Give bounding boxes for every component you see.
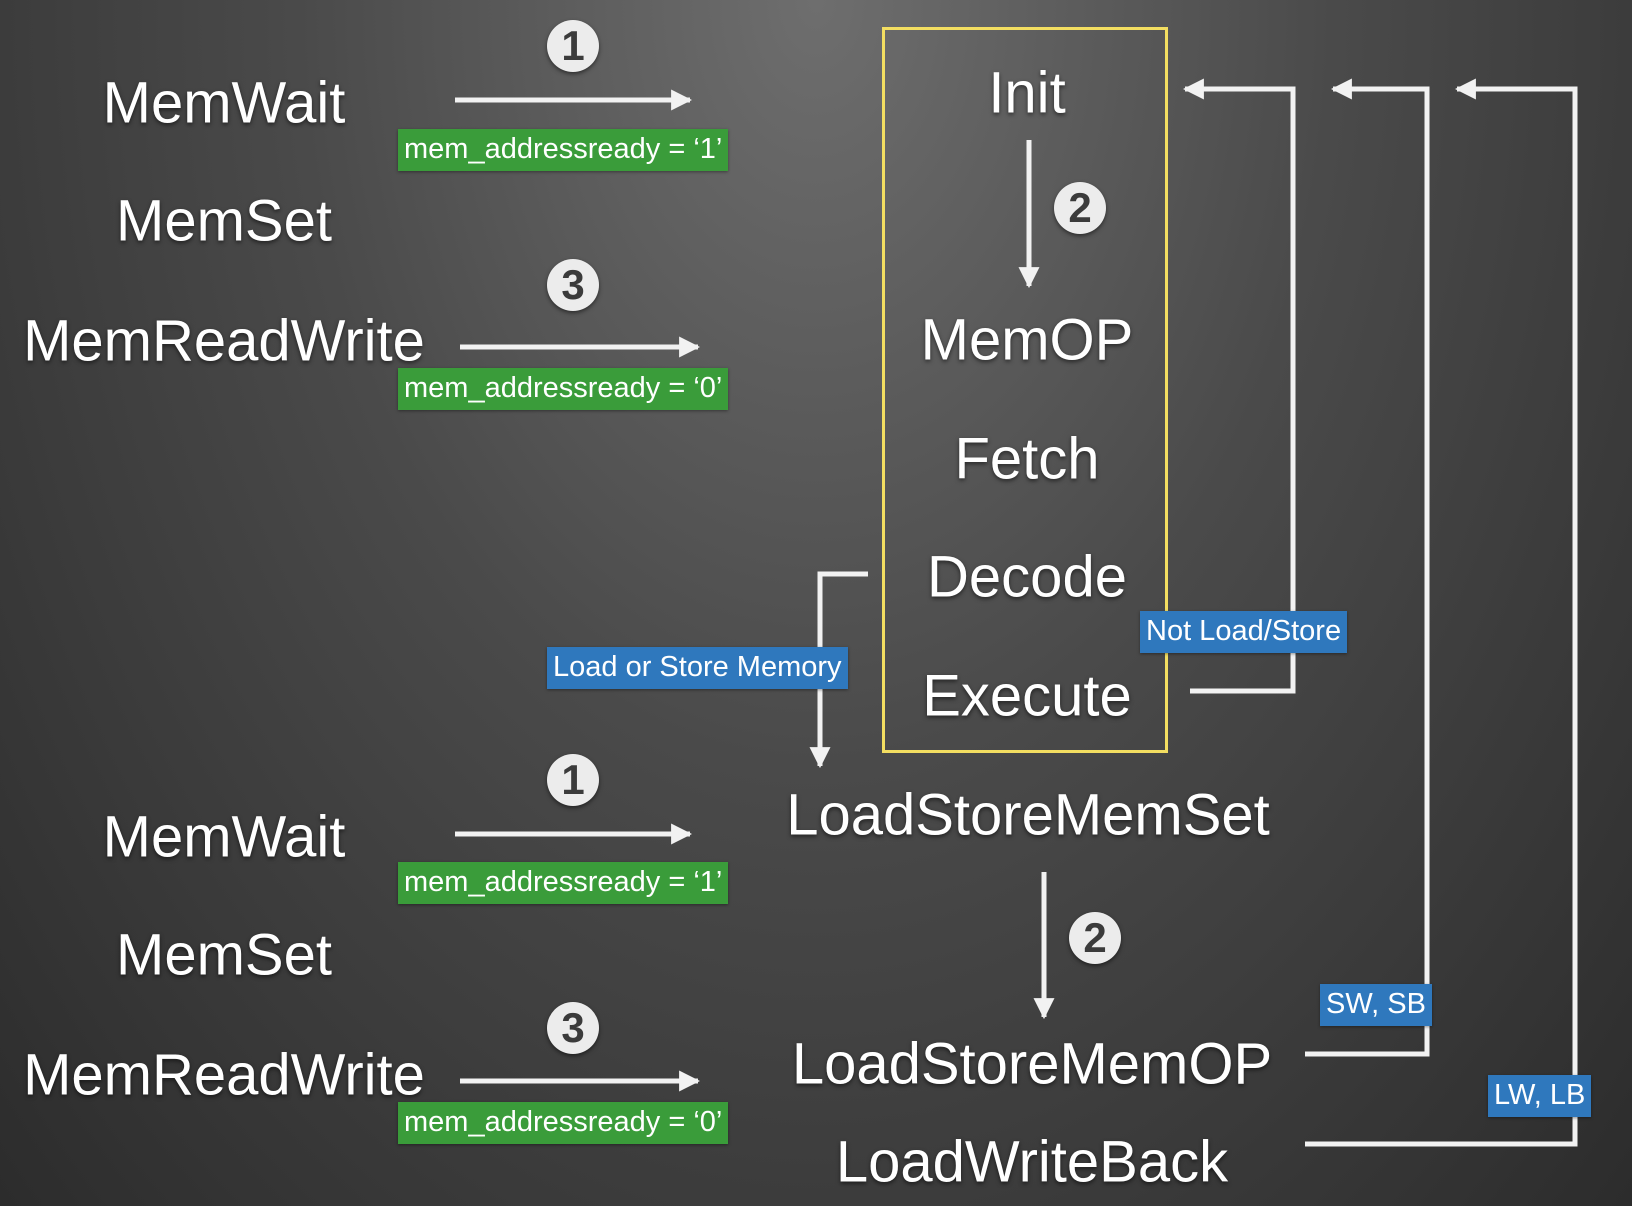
- step-badge-3-bottom: 3: [547, 1002, 599, 1054]
- cpu-cycle-box: [882, 27, 1168, 753]
- condition-ready-0-bottom: mem_addressready = ‘0’: [398, 1102, 729, 1144]
- condition-lw-lb: LW, LB: [1488, 1075, 1592, 1117]
- step-badge-1-bottom: 1: [547, 754, 599, 806]
- state-memreadwrite-bottom: MemReadWrite: [23, 1042, 425, 1108]
- state-fetch: Fetch: [954, 426, 1100, 492]
- state-loadstorememset: LoadStoreMemSet: [786, 782, 1270, 848]
- condition-ready-1-bottom: mem_addressready = ‘1’: [398, 862, 729, 904]
- step-badge-1-top: 1: [547, 20, 599, 72]
- state-init: Init: [988, 60, 1066, 126]
- condition-ready-0-top: mem_addressready = ‘0’: [398, 368, 729, 410]
- state-memset-bottom: MemSet: [116, 922, 332, 988]
- arrow-loadstorememop-back: [1305, 78, 1430, 1057]
- state-decode: Decode: [927, 544, 1127, 610]
- condition-ready-1-top: mem_addressready = ‘1’: [398, 129, 729, 171]
- step-badge-3-top: 3: [547, 259, 599, 311]
- arrow-decode-loadstore: [809, 571, 868, 769]
- arrow-execute-init: [1182, 78, 1296, 694]
- condition-not-load-store: Not Load/Store: [1140, 611, 1348, 653]
- state-memset-top: MemSet: [116, 188, 332, 254]
- state-loadwriteback: LoadWriteBack: [835, 1129, 1229, 1195]
- state-memreadwrite-top: MemReadWrite: [23, 308, 425, 374]
- arrow-loadwriteback-back: [1305, 78, 1578, 1147]
- step-badge-2-bottom: 2: [1069, 912, 1121, 964]
- condition-load-or-store: Load or Store Memory: [547, 647, 848, 689]
- state-memop: MemOP: [920, 307, 1134, 373]
- state-execute: Execute: [922, 663, 1132, 729]
- state-memwait-top: MemWait: [102, 70, 346, 136]
- state-memwait-bottom: MemWait: [102, 804, 346, 870]
- step-badge-2-top: 2: [1054, 182, 1106, 234]
- condition-sw-sb: SW, SB: [1320, 984, 1432, 1026]
- state-loadstorememop: LoadStoreMemOP: [791, 1031, 1273, 1097]
